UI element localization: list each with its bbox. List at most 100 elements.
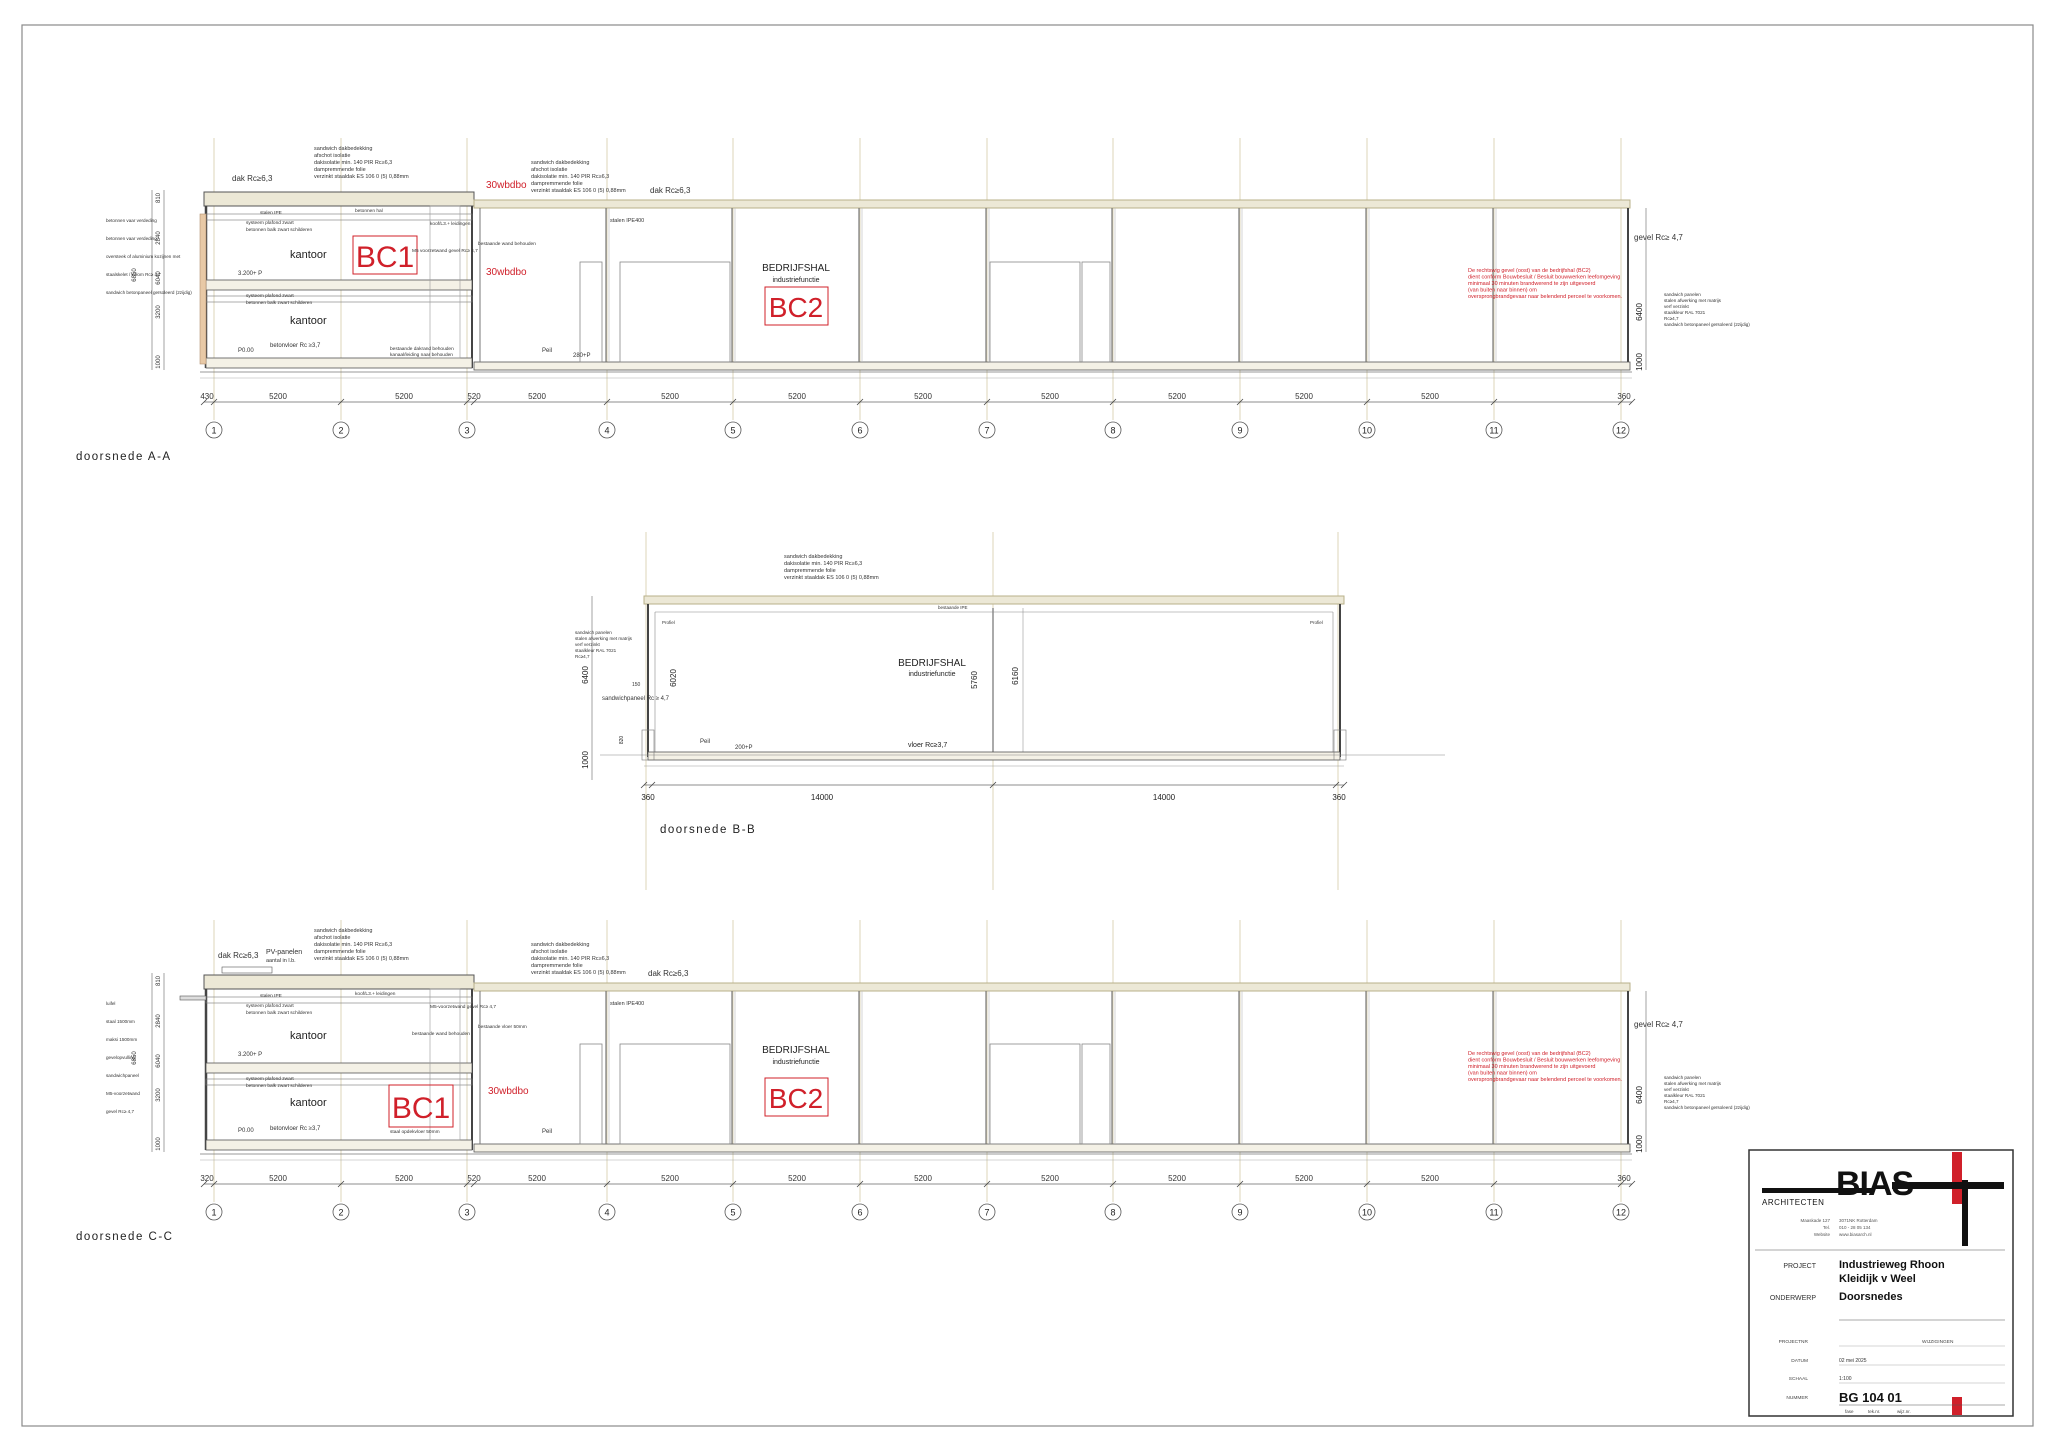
left-note: staal 1500mm — [106, 1019, 135, 1024]
construction-note: betonnen hal — [355, 208, 383, 214]
bc2-box — [764, 286, 829, 326]
dimension-tick — [1340, 781, 1348, 789]
left-note: staalskelet / kolom Rc≥ 4,7 — [106, 272, 161, 277]
roof-build-up-note: sandwich dakbedekking — [784, 554, 842, 560]
bc2-box — [764, 1077, 829, 1117]
hall-door-2 — [619, 1043, 731, 1145]
grid-bubble — [851, 1203, 869, 1221]
fire-safety-note: De rechtswig gevel (oost) van de bedrijf… — [1468, 268, 1591, 274]
construction-note: systeem plafond zwart — [246, 293, 294, 299]
grid-bubble — [1612, 421, 1630, 439]
dimension-tick — [1332, 781, 1340, 789]
office-groundfloor — [205, 357, 473, 369]
dimension-tick — [1363, 398, 1371, 406]
vertical-dimension-label: 6160 — [1011, 667, 1020, 685]
facade-note: Rc≥4,7 — [575, 654, 590, 659]
section-title: doorsnede A-A — [76, 451, 172, 463]
grid-bubble — [332, 1203, 350, 1221]
grid-lines — [213, 920, 1622, 1202]
grid-bubble-label: 4 — [604, 426, 609, 436]
construction-note: systeem plafond zwart — [246, 1076, 294, 1082]
footing-left — [641, 729, 655, 761]
fire-safety-note: De rechtswig gevel (oost) van de bedrijf… — [1468, 1051, 1591, 1057]
dimension-tick — [470, 1180, 478, 1188]
facade-note: verf verzinkt — [1664, 304, 1689, 309]
fire-safety-note: minimaal 30 minuten brandwerend te zijn … — [1468, 281, 1596, 287]
grid-bubble-label: 4 — [604, 1208, 609, 1218]
vertical-dimension-label: 1000 — [156, 355, 162, 369]
section-bb: BEDRIJFSHAL industriefunctie vloer Rc≥3,… — [575, 532, 1445, 890]
roof-build-up-note: afschot isolatie — [314, 153, 350, 159]
dimension-tick — [463, 1180, 471, 1188]
beam-note: stalen IPE400 — [610, 1001, 644, 1007]
vertical-dimension-label: 1000 — [1635, 353, 1644, 371]
facade-note: sandwich panelen — [1664, 1075, 1701, 1080]
projectnr-label: PROJECTNR — [1779, 1339, 1809, 1345]
fire-safety-note: dient conform Bouwbesluit / Besluit bouw… — [1468, 275, 1620, 281]
dimension-label: 5200 — [528, 1174, 546, 1183]
roof-build-up-note: sandwich dakbedekking — [314, 146, 372, 152]
dimension-tick — [200, 398, 208, 406]
dimension-label: 5200 — [1041, 392, 1059, 401]
grid-bubble-label: 3 — [464, 426, 469, 436]
left-note: betonnen vaar verdeding — [106, 236, 157, 241]
roof-build-up-note: verzinkt staaldak ES 106 0 (5) 0,88mm — [314, 174, 409, 180]
dimension-tick — [200, 1180, 208, 1188]
vertical-dimension-label: 2840 — [156, 231, 162, 245]
dimension-label: 5200 — [914, 1174, 932, 1183]
roof-build-up-note: dakisolatie min. 140 PIR Rc≥6,3 — [531, 174, 609, 180]
dimension-tick — [1617, 1180, 1625, 1188]
construction-note: M5-voorzetwand gevel Rc≥ 4,7 — [430, 1004, 496, 1010]
vertical-dimension-label: 1000 — [156, 1137, 162, 1151]
fire-rating: 30wbdbo — [488, 1086, 529, 1097]
dimension-label: 5200 — [269, 392, 287, 401]
left-note: luifel — [106, 1001, 115, 1006]
office-stair-block — [429, 988, 461, 1141]
small-dim: 150 — [632, 682, 641, 688]
project-label: PROJECT — [1783, 1263, 1816, 1270]
hall-door-1 — [579, 1043, 603, 1145]
vertical-dimension-label: 2840 — [156, 1014, 162, 1028]
dimension-label: 5200 — [661, 392, 679, 401]
roof-build-up-note: dakisolatie min. 140 PIR Rc≥6,3 — [531, 956, 609, 962]
dimension-tick — [337, 398, 345, 406]
roof-label-right: dak Rc≥6,3 — [650, 186, 691, 195]
logo-black-hbar-left — [1762, 1188, 1874, 1193]
hall-door-2 — [619, 261, 731, 363]
roof-build-up-note: dampremmende folie — [314, 167, 366, 173]
hall-door-3 — [989, 261, 1081, 363]
grid-bubble — [1104, 1203, 1122, 1221]
hall-door-1 — [579, 261, 603, 363]
construction-note: M5 voorzetwand gevel Rc≥ 4,7 — [412, 248, 478, 254]
dimension-label: 5200 — [661, 1174, 679, 1183]
vertical-dimension-label: 1000 — [581, 751, 590, 769]
construction-note: koof/L3.+ leidingen — [430, 221, 471, 227]
hall-label: BEDRIJFSHAL — [762, 1045, 830, 1056]
vertical-dimension-label: 6400 — [1635, 1086, 1644, 1104]
bc1-label: BC1 — [392, 1092, 450, 1125]
bc1-box — [388, 1084, 454, 1128]
pv-sublabel: aantal in l.b. — [266, 958, 296, 964]
peil-level: 280+P — [573, 353, 591, 359]
floor-level: 200+P — [735, 745, 753, 751]
room-label: kantoor — [290, 1030, 327, 1042]
fire-safety-note: minimaal 30 minuten brandwerend te zijn … — [1468, 1064, 1596, 1070]
facade-note: verf verzinkt — [575, 642, 600, 647]
hall-roof — [643, 595, 1345, 605]
dimension-tick — [1617, 398, 1625, 406]
office-facade-strip — [199, 213, 207, 365]
construction-note: betonnen balk zwart schilderen — [246, 1010, 312, 1016]
dimension-tick — [1628, 398, 1636, 406]
dimension-label: 5200 — [1421, 392, 1439, 401]
grid-bubble — [458, 421, 476, 439]
dimension-label: 5200 — [1421, 1174, 1439, 1183]
dimension-label: 360 — [1617, 1174, 1631, 1183]
dimension-tick — [1109, 1180, 1117, 1188]
bc2-label: BC2 — [769, 292, 823, 323]
facade-note: stalen afwerking met matrijs — [1664, 1081, 1722, 1086]
facade-note: sandwich betonpaneel geïsoleerd (2zijdig… — [1664, 322, 1750, 327]
